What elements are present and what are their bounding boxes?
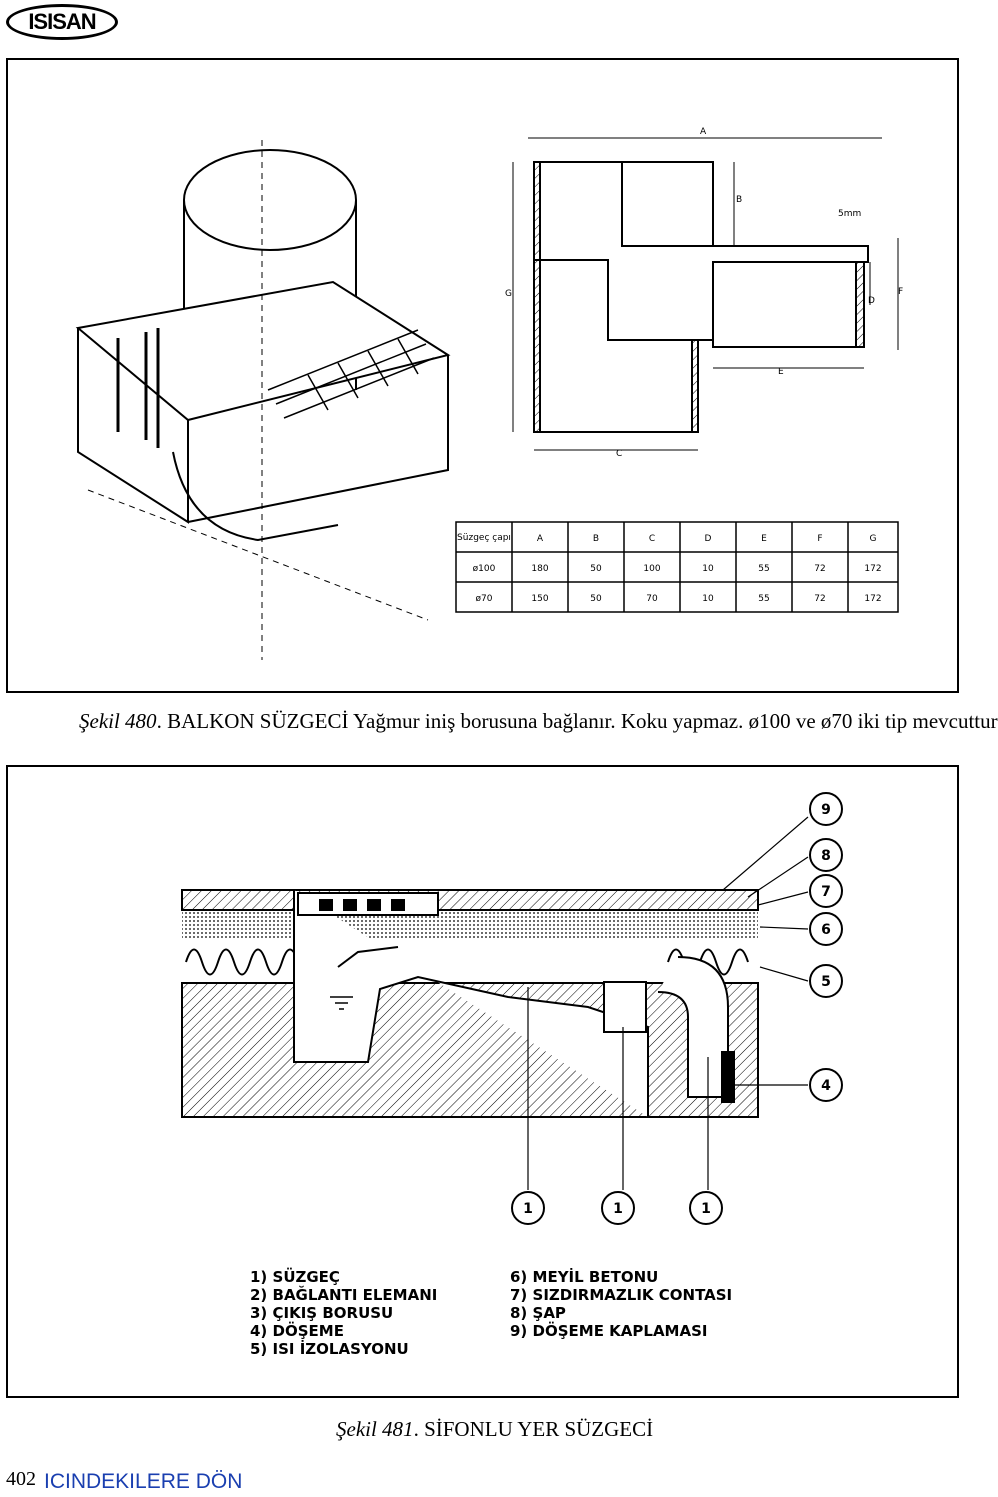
callout-text-5: 5 xyxy=(821,974,831,990)
legend-item-2: 2) BAĞLANTI ELEMANI xyxy=(250,1286,438,1304)
caption-label: Şekil 481 xyxy=(336,1417,414,1441)
callout-5 xyxy=(809,964,843,998)
figure-481-caption: Şekil 481. SİFONLU YER SÜZGECİ xyxy=(336,1417,653,1442)
td-1-4: 10 xyxy=(702,594,714,604)
callout-1c xyxy=(689,1191,723,1225)
callout-7 xyxy=(809,874,843,908)
figure-480-frame: A B C D E F G 5mm Süzgeç çapı A B C D E … xyxy=(6,58,959,693)
caption-text: . SİFONLU YER SÜZGECİ xyxy=(413,1417,654,1441)
legend-item-9: 9) DÖŞEME KAPLAMASI xyxy=(510,1322,708,1340)
td-1-0: ø70 xyxy=(476,594,493,604)
caption-label: Şekil 480 xyxy=(79,709,157,733)
figure-481-drawing: 9 8 7 6 5 4 1 1 1 xyxy=(181,792,843,1225)
callout-text-1c: 1 xyxy=(701,1201,711,1217)
legend-item-3: 3) ÇIKIŞ BORUSU xyxy=(250,1304,394,1322)
dim-b: B xyxy=(736,195,742,205)
drain-section xyxy=(181,889,759,1118)
dim-note-5mm: 5mm xyxy=(838,209,861,219)
td-1-1: 150 xyxy=(531,594,548,604)
th-0: Süzgeç çapı xyxy=(457,533,511,543)
legend-item-8: 8) ŞAP xyxy=(510,1304,566,1322)
dimension-table-text: Süzgeç çapı A B C D E F G ø100 180 50 10… xyxy=(457,533,882,604)
td-0-7: 172 xyxy=(864,564,881,574)
th-1: A xyxy=(537,534,544,544)
legend-item-1: 1) SÜZGEÇ xyxy=(250,1268,340,1286)
callout-6 xyxy=(809,912,843,946)
callout-numbers: 9 8 7 6 5 4 1 1 1 xyxy=(523,802,831,1217)
legend-item-7: 7) SIZDIRMAZLIK CONTASI xyxy=(510,1286,733,1304)
isometric-drain xyxy=(75,140,451,660)
dimension-labels: A B C D E F G 5mm xyxy=(505,127,903,459)
th-2: B xyxy=(593,534,599,544)
th-4: D xyxy=(705,534,712,544)
th-5: E xyxy=(761,534,767,544)
dim-e: E xyxy=(778,367,784,377)
td-0-3: 100 xyxy=(643,564,660,574)
legend-item-6: 6) MEYİL BETONU xyxy=(510,1268,659,1286)
callout-1b xyxy=(601,1191,635,1225)
dim-g: G xyxy=(505,289,512,299)
th-6: F xyxy=(817,534,822,544)
dimension-table xyxy=(455,521,899,613)
figure-480-drawing: A B C D E F G 5mm Süzgeç çapı A B C D E … xyxy=(75,127,903,660)
callout-9 xyxy=(809,792,843,826)
toc-link[interactable]: ICINDEKILERE DÖN xyxy=(44,1470,243,1493)
caption-text: . BALKON SÜZGECİ Yağmur iniş borusuna ba… xyxy=(156,709,998,733)
legend-item-5: 5) ISI İZOLASYONU xyxy=(250,1340,409,1358)
callout-1a xyxy=(511,1191,545,1225)
td-1-5: 55 xyxy=(758,594,769,604)
td-1-3: 70 xyxy=(646,594,658,604)
td-1-2: 50 xyxy=(590,594,602,604)
legend-item-4: 4) DÖŞEME xyxy=(250,1322,344,1340)
td-0-2: 50 xyxy=(590,564,602,574)
callout-8 xyxy=(809,838,843,872)
callout-text-1b: 1 xyxy=(613,1201,623,1217)
callout-text-4: 4 xyxy=(821,1078,831,1094)
td-1-7: 172 xyxy=(864,594,881,604)
td-0-5: 55 xyxy=(758,564,769,574)
callout-circles xyxy=(511,792,843,1225)
dim-f: F xyxy=(898,287,903,297)
dim-a: A xyxy=(700,127,707,137)
th-3: C xyxy=(649,534,655,544)
callout-text-8: 8 xyxy=(821,848,831,864)
callout-4 xyxy=(809,1068,843,1102)
figure-480-caption: Şekil 480. BALKON SÜZGECİ Yağmur iniş bo… xyxy=(79,709,998,734)
td-0-4: 10 xyxy=(702,564,714,574)
page-number: 402 xyxy=(6,1468,36,1490)
section-drawing xyxy=(512,137,899,451)
logo-text: ISISAN xyxy=(28,9,96,34)
callout-text-9: 9 xyxy=(821,802,831,818)
dim-c: C xyxy=(616,449,622,459)
callout-text-1a: 1 xyxy=(523,1201,533,1217)
dim-d: D xyxy=(868,296,875,306)
callout-text-7: 7 xyxy=(821,884,831,900)
figure-481-frame: 9 8 7 6 5 4 1 1 1 1) SÜZGEÇ 2) BAĞLANTI … xyxy=(6,765,959,1398)
td-0-1: 180 xyxy=(531,564,548,574)
td-0-6: 72 xyxy=(814,564,825,574)
callout-leaders xyxy=(527,816,809,1190)
td-1-6: 72 xyxy=(814,594,825,604)
td-0-0: ø100 xyxy=(473,564,496,574)
th-7: G xyxy=(870,534,877,544)
isisan-logo: ISISAN xyxy=(6,4,118,40)
callout-text-6: 6 xyxy=(821,922,831,938)
